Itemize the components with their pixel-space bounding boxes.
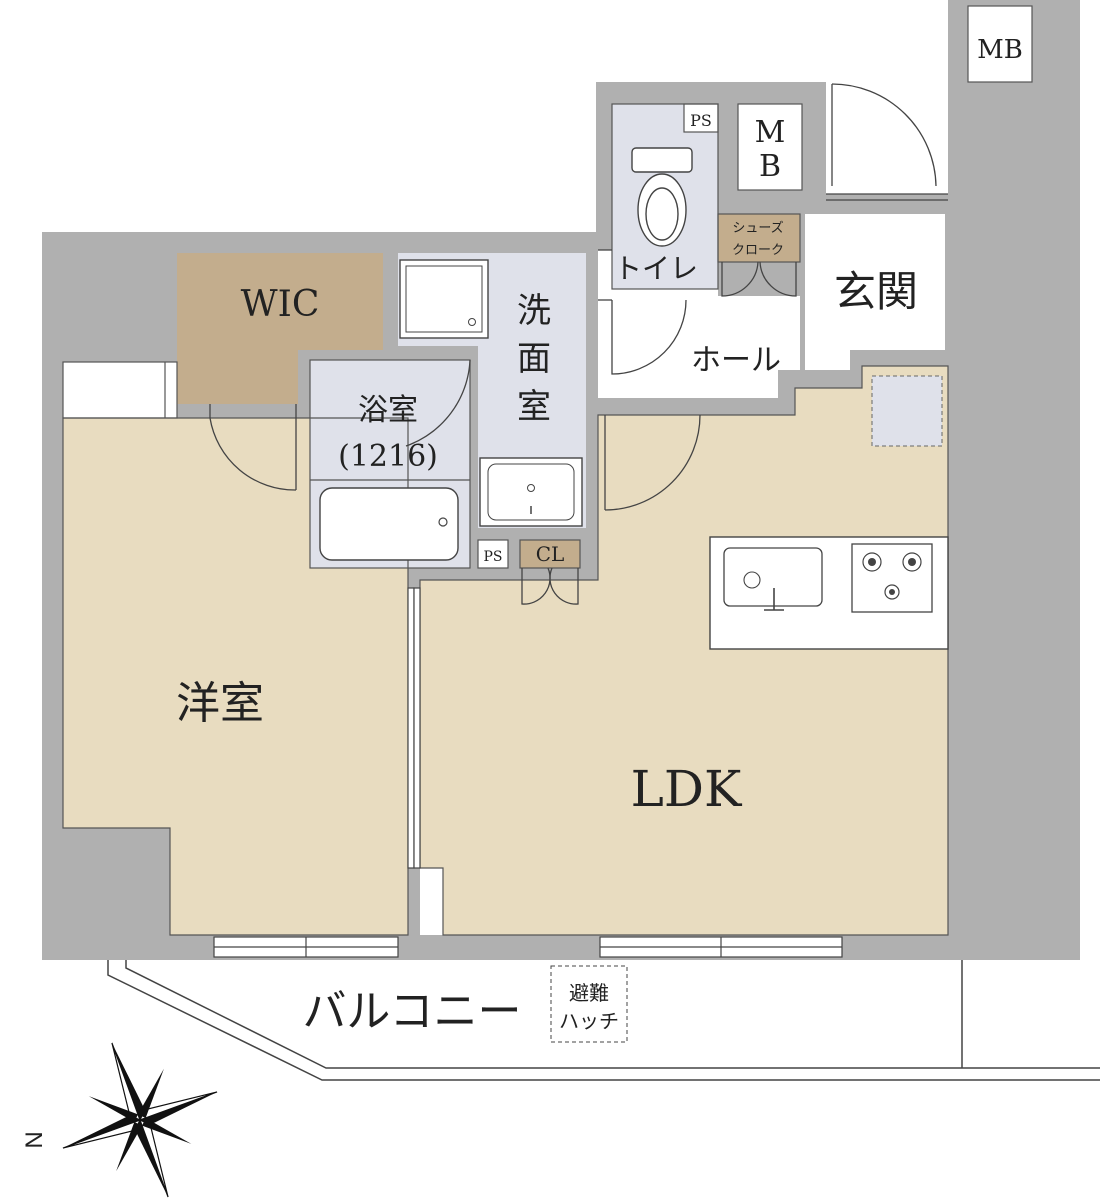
western-window-bay — [63, 362, 177, 418]
mb-label-1: M — [755, 115, 786, 150]
interior-lines — [62, 5, 1033, 936]
doors — [209, 83, 948, 605]
hatch-label-1: 避難 — [569, 981, 609, 1005]
washroom-label-1: 洗 — [517, 291, 551, 331]
washer-pan — [399, 259, 489, 339]
hatch-label-2: ハッチ — [559, 1009, 619, 1033]
western-room-label: 洋室 — [176, 678, 264, 729]
hall-label: ホール — [691, 343, 781, 378]
mb-closet-floor — [738, 104, 802, 190]
toilet-label: トイレ — [614, 252, 698, 285]
mb-top-box — [968, 6, 1032, 82]
ldk-side-strip — [420, 868, 443, 935]
fridge-space — [871, 375, 943, 447]
closet-floor — [520, 540, 580, 568]
room-floors — [63, 6, 1032, 935]
washroom-label-3: 室 — [517, 387, 551, 427]
entrance-label: 玄関 — [834, 267, 918, 316]
compass-n-label: N — [21, 1131, 48, 1148]
sliding-partition — [407, 587, 421, 869]
washroom-label-2: 面 — [517, 339, 551, 379]
balcony-label: バルコニー — [302, 986, 521, 1037]
bathroom-label: 浴室 — [358, 393, 418, 428]
wic-label: WIC — [241, 284, 320, 325]
mb-top-label: MB — [977, 35, 1023, 65]
wash-basin — [479, 457, 583, 527]
door-niche — [826, 82, 948, 194]
shoe-cloak-label-1: シューズ — [732, 220, 783, 236]
ldk-label: LDK — [631, 760, 743, 818]
balcony-outline — [107, 960, 1100, 1081]
toilet-fixture — [631, 147, 693, 247]
windows — [213, 936, 843, 958]
bathtub — [319, 487, 459, 561]
entrance-floor — [805, 214, 945, 370]
shoe-cloak-floor — [718, 214, 800, 262]
ps-top-label: PS — [690, 111, 712, 130]
labels: WIC 浴室 (1216) 洗 面 室 トイレ ホール 玄関 洋室 LDK バル… — [21, 35, 1023, 1149]
wic-floor — [177, 253, 383, 404]
evacuation-hatch — [550, 965, 628, 1043]
mb-label-2: B — [759, 149, 781, 184]
shoe-cloak-label-2: クローク — [732, 243, 784, 258]
compass-icon — [62, 1042, 218, 1198]
kitchen-counter — [709, 536, 949, 650]
ps-box-bath — [478, 540, 508, 568]
ps-box-top — [684, 104, 718, 132]
closet-label: CL — [536, 542, 565, 566]
bathroom-size-label: (1216) — [338, 439, 438, 474]
ps-bath-label: PS — [483, 549, 502, 565]
hall-floor — [598, 250, 800, 398]
ldk-floor — [420, 366, 948, 935]
